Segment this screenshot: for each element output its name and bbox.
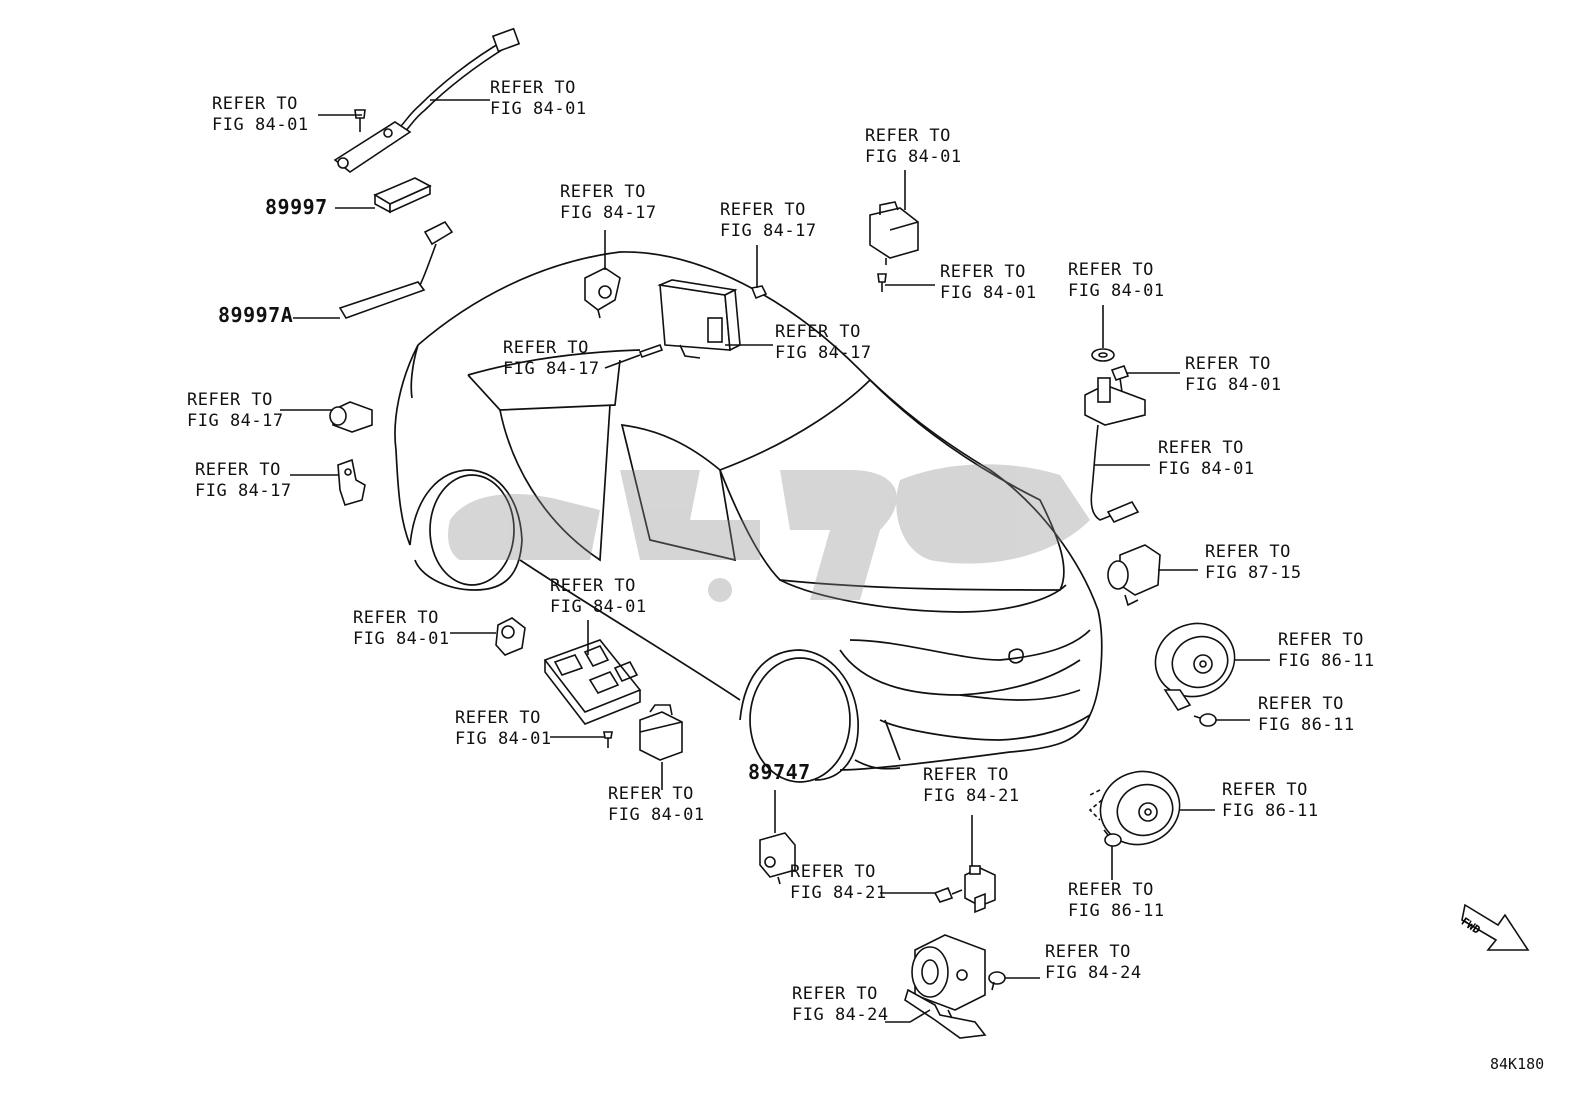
refer-label-r1: REFER TO FIG 84-01 xyxy=(212,94,309,135)
watermark-text: یدک xyxy=(760,500,777,511)
horn-bolt-2 xyxy=(1103,829,1122,847)
fwd-arrow-icon xyxy=(1461,903,1530,951)
refer-label-r13: REFER TO FIG 84-01 xyxy=(1158,438,1255,479)
refer-label-r4: REFER TO FIG 84-17 xyxy=(720,200,817,241)
bracket-sensor-part xyxy=(1084,377,1146,524)
refer-label-r3: REFER TO FIG 84-17 xyxy=(560,182,657,223)
relay-part xyxy=(1107,544,1161,607)
refer-label-r18: REFER TO FIG 86-11 xyxy=(1258,694,1355,735)
refer-label-r5: REFER TO FIG 84-01 xyxy=(865,126,962,167)
refer-label-r25: REFER TO FIG 84-24 xyxy=(1045,942,1142,983)
switch-part xyxy=(869,201,919,265)
siren-part xyxy=(904,934,987,1039)
screw-part xyxy=(354,109,366,132)
horn-bolt-1 xyxy=(1193,713,1217,727)
refer-label-r16: REFER TO FIG 84-01 xyxy=(353,608,450,649)
ecu-module-part xyxy=(657,279,741,359)
sensor-rod-89997a xyxy=(338,220,454,319)
bolt-84-21 xyxy=(933,886,963,903)
door-sensor-part xyxy=(329,401,373,433)
refer-label-r8: REFER TO FIG 84-01 xyxy=(1185,354,1282,395)
horn-part-2 xyxy=(1088,770,1181,846)
part-number-89747: 89747 xyxy=(748,760,811,784)
relay-89747-part xyxy=(759,832,796,885)
bolt-part xyxy=(638,343,664,359)
bolt-84-24 xyxy=(988,971,1006,991)
switch-lower-center xyxy=(639,704,683,761)
refer-label-r7: REFER TO FIG 84-01 xyxy=(1068,260,1165,301)
bolt-part-right xyxy=(1110,365,1130,393)
horn-part-1 xyxy=(1154,622,1236,711)
refer-label-r14: REFER TO FIG 87-15 xyxy=(1205,542,1302,583)
screw-part-2 xyxy=(877,273,887,292)
screw-lower-left xyxy=(603,731,613,748)
bracket-part-left xyxy=(337,458,366,506)
part-number-89997a: 89997A xyxy=(218,303,294,327)
refer-label-r22: REFER TO FIG 86-11 xyxy=(1222,780,1319,821)
part-number-89997: 89997 xyxy=(265,195,328,219)
refer-label-r9: REFER TO FIG 84-17 xyxy=(503,338,600,379)
refer-label-r2: REFER TO FIG 84-01 xyxy=(490,78,587,119)
leader-lines xyxy=(280,99,1270,1023)
nut-part xyxy=(750,285,768,300)
refer-label-r24: REFER TO FIG 86-11 xyxy=(1068,880,1165,921)
car-outline xyxy=(394,251,1103,783)
washer-part xyxy=(1091,348,1115,362)
refer-label-r10: REFER TO FIG 84-17 xyxy=(775,322,872,363)
refer-label-r23: REFER TO FIG 84-21 xyxy=(790,862,887,903)
roof-sensor-part xyxy=(584,267,621,319)
refer-label-r20: REFER TO FIG 84-01 xyxy=(608,784,705,825)
refer-label-r15: REFER TO FIG 84-01 xyxy=(550,576,647,617)
sensor-lower-left xyxy=(495,617,526,656)
diagram-code: 84K180 xyxy=(1490,1055,1545,1073)
watermark-shape xyxy=(448,464,1090,602)
antenna-cable-part xyxy=(333,27,521,173)
power-window-switch-part xyxy=(543,639,642,725)
refer-label-r17: REFER TO FIG 86-11 xyxy=(1278,630,1375,671)
refer-label-r11: REFER TO FIG 84-17 xyxy=(187,390,284,431)
refer-label-r6: REFER TO FIG 84-01 xyxy=(940,262,1037,303)
sensor-module-89997 xyxy=(373,177,432,214)
refer-label-r26: REFER TO FIG 84-24 xyxy=(792,984,889,1025)
impact-sensor-part xyxy=(964,865,996,914)
refer-label-r21: REFER TO FIG 84-21 xyxy=(923,765,1020,806)
refer-label-r19: REFER TO FIG 84-01 xyxy=(455,708,552,749)
refer-label-r12: REFER TO FIG 84-17 xyxy=(195,460,292,501)
